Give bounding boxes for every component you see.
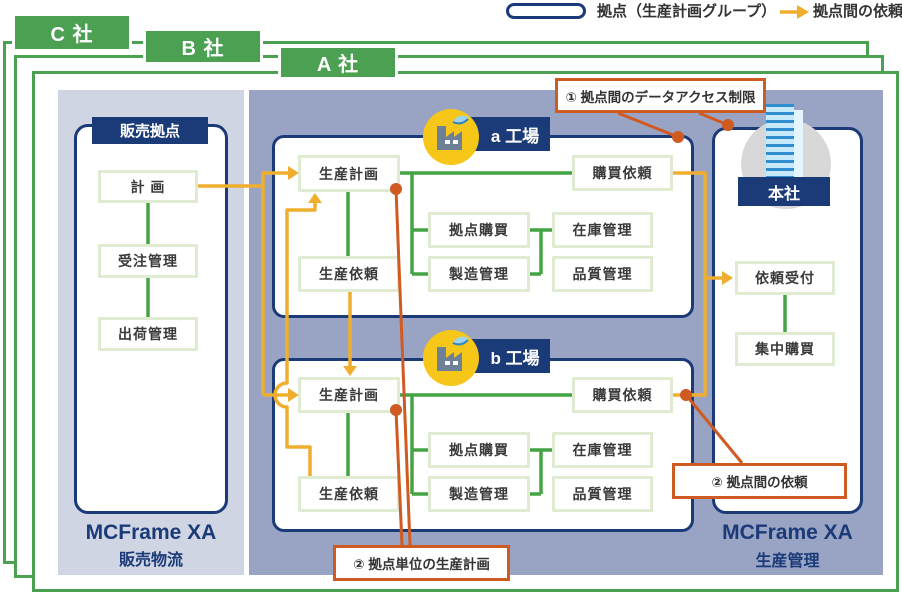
annotation-inter-site-request: ② 拠点間の依頼 [672,463,847,499]
module-fa-production-request: 生産依頼 [298,256,400,292]
module-fa-inventory-text: 在庫管理 [572,222,633,238]
legend-arrow-label: 拠点間の依頼 [813,3,902,20]
module-fa-quality-text: 品質管理 [572,266,633,282]
hq-header-text: 本社 [767,185,800,203]
module-fa-manufacturing: 製造管理 [428,256,530,292]
hq-building-icon [766,104,794,178]
factory-a-header-text: a 工場 [490,126,540,146]
hq-product-name: MCFrame XA [722,521,853,544]
module-sales-shipping-text: 出荷管理 [118,326,178,342]
annotation-inter-site-request-text: ② 拠点間の依頼 [711,475,808,490]
hq-product-sub: 生産管理 [755,553,820,570]
hq-header: 本社 [738,177,830,206]
module-fb-plan: 生産計画 [298,377,400,413]
module-sales-shipping: 出荷管理 [98,317,198,351]
factory-b-icon-circle [423,330,479,386]
module-fb-inventory: 在庫管理 [552,432,653,468]
factory-icon [437,336,469,371]
module-fb-purchase-request-text: 購買依頼 [592,387,653,403]
company-label-a-text: A 社 [316,54,360,76]
module-fa-plan: 生産計画 [298,155,400,192]
module-fa-production-request-text: 生産依頼 [319,266,379,282]
module-fb-quality-text: 品質管理 [572,486,633,502]
module-fa-manufacturing-text: 製造管理 [449,266,509,282]
module-sales-order: 受注管理 [98,244,198,278]
module-hq-central-purchase: 集中購買 [735,332,835,366]
module-fa-site-purchase: 拠点購買 [428,212,530,248]
module-fb-purchase-request: 購買依頼 [572,377,673,413]
factory-a-icon-circle [423,109,479,165]
module-fb-production-request-text: 生産依頼 [319,486,379,502]
sales-product-sub: 販売物流 [118,552,183,569]
module-sales-plan: 計 画 [98,170,198,203]
module-sales-order-text: 受注管理 [118,253,178,269]
company-label-b-text: B 社 [181,38,225,60]
company-label-a: A 社 [278,45,398,80]
module-fb-plan-text: 生産計画 [319,387,379,403]
module-fa-purchase-request: 購買依頼 [572,155,673,191]
module-hq-request-reception: 依頼受付 [735,261,835,295]
module-fb-site-purchase-text: 拠点購買 [449,442,509,458]
company-label-b: B 社 [143,28,263,65]
module-fb-quality: 品質管理 [552,476,653,512]
factory-icon [437,115,469,150]
module-fb-manufacturing: 製造管理 [428,476,530,512]
factory-b-header-text: b 工場 [490,348,540,368]
module-fa-purchase-request-text: 購買依頼 [592,165,653,181]
module-fa-plan-text: 生産計画 [319,165,379,182]
legend-site-label: 拠点（生産計画グループ） [597,3,777,20]
module-fb-manufacturing-text: 製造管理 [449,486,509,502]
company-label-c: C 社 [12,13,132,52]
module-fa-quality: 品質管理 [552,256,653,292]
module-sales-plan-text: 計 画 [130,178,166,195]
company-label-c-text: C 社 [50,24,94,46]
annotation-per-site-plan-text: ② 拠点単位の生産計画 [353,557,490,572]
sales-product-name: MCFrame XA [85,521,217,544]
annotation-access-restriction-text: ① 拠点間のデータアクセス制限 [565,89,756,105]
module-fb-site-purchase: 拠点購買 [428,432,530,468]
sales-site-header: 販売拠点 [92,117,208,144]
module-fa-site-purchase-text: 拠点購買 [449,222,509,238]
legend-site-shape [506,3,586,19]
module-hq-central-purchase-text: 集中購買 [755,341,815,357]
module-hq-request-reception-text: 依頼受付 [755,270,815,286]
module-fb-production-request: 生産依頼 [298,476,400,512]
annotation-access-restriction: ① 拠点間のデータアクセス制限 [555,78,766,113]
annotation-per-site-plan: ② 拠点単位の生産計画 [333,545,510,581]
module-fb-inventory-text: 在庫管理 [572,442,633,458]
sales-site-header-text: 販売拠点 [119,123,180,140]
module-fa-inventory: 在庫管理 [552,212,653,248]
hq-building-icon-side [794,110,803,178]
